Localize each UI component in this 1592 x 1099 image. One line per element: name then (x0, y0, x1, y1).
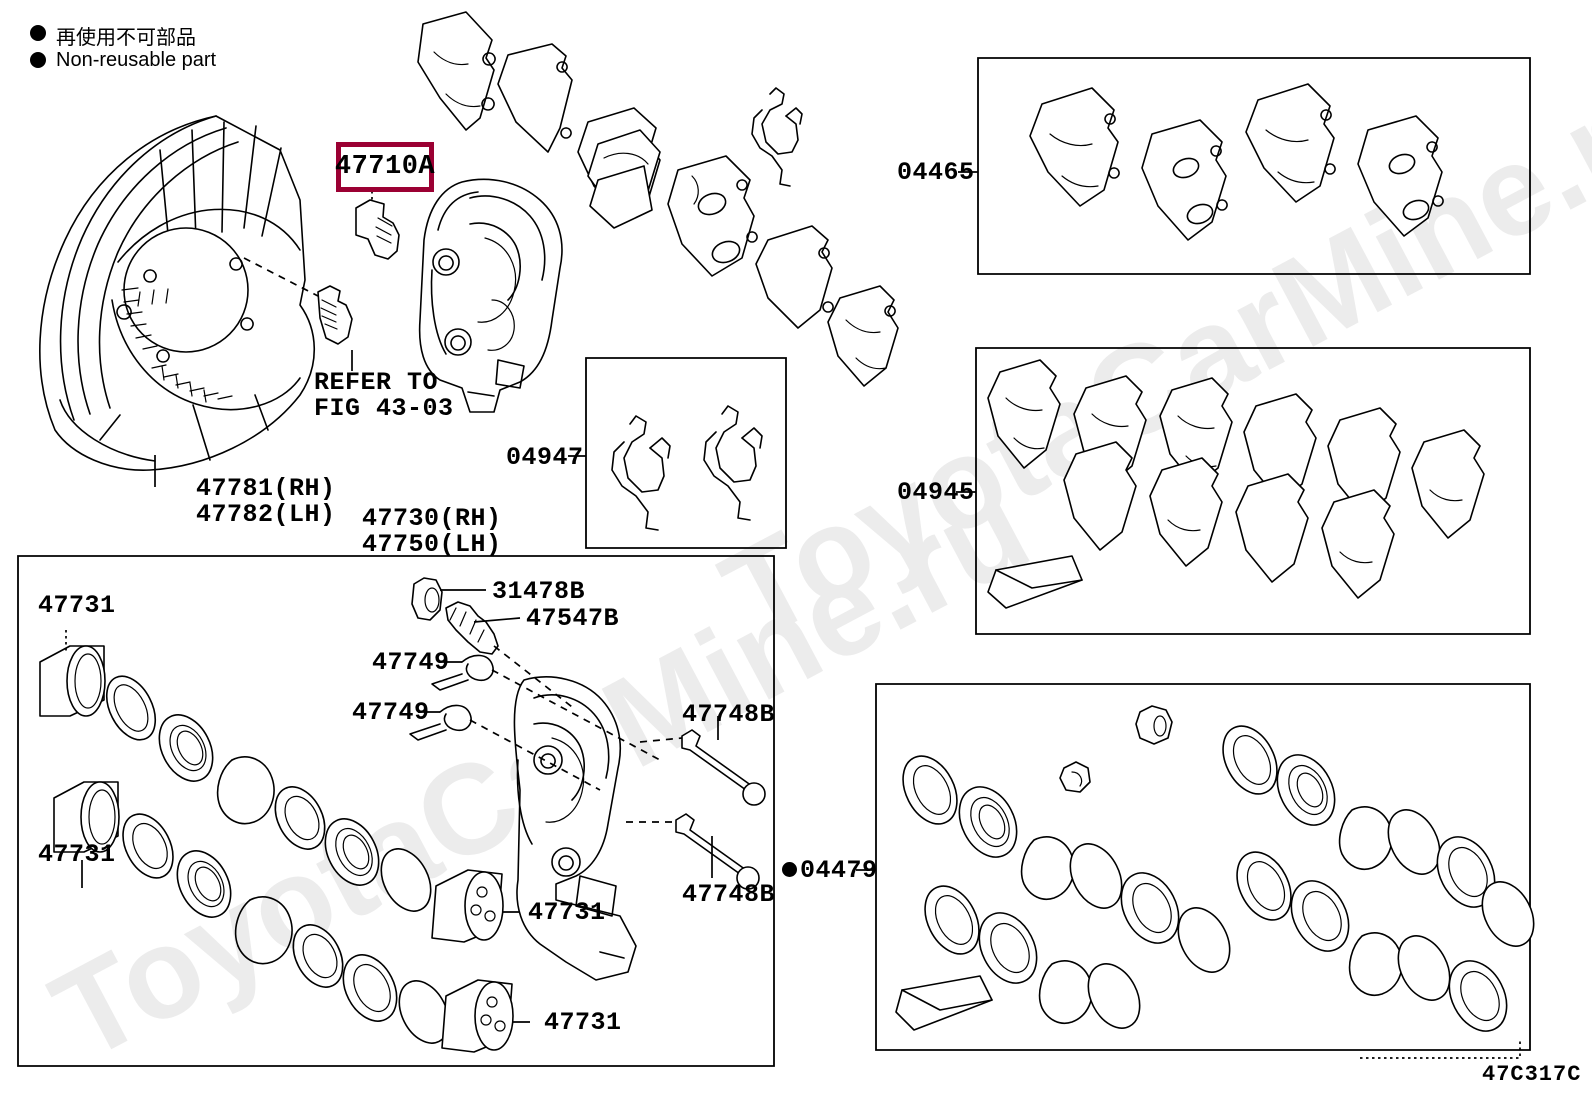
legend-bullet-en (30, 52, 46, 68)
legend-bullet-jp (30, 25, 46, 41)
label-refer-line2: FIG 43-03 (314, 394, 454, 423)
label-retainer-upper: 47749 (372, 648, 450, 677)
panel-04465 (978, 58, 1530, 274)
label-clip-kit: 04947 (506, 443, 584, 472)
highlighted-bolt-drawing (356, 185, 399, 259)
pistons-and-seals-drawing (40, 646, 513, 1052)
panel-04945 (976, 348, 1530, 634)
label-pad-kit: 04465 (897, 158, 975, 187)
clip-kit-04947-drawing (612, 406, 762, 530)
label-piston-4: 47731 (544, 1008, 622, 1037)
label-bolt-lower: 47748B (682, 880, 776, 909)
panel-caliper-overhaul (18, 556, 774, 1066)
seal-kit-nonreusable-bullet (782, 862, 797, 877)
caliper-body-exploded-drawing (514, 677, 636, 980)
pad-kit-04465-drawing (1030, 84, 1443, 240)
highlighted-part-number[interactable]: 47710A (335, 142, 435, 192)
panel-04947 (586, 358, 786, 548)
retainer-clips-drawing (410, 655, 660, 790)
label-piston-2: 47731 (38, 840, 116, 869)
seal-kit-04479-drawing (892, 706, 1544, 1041)
figure-code: 47C317C (1482, 1062, 1582, 1087)
mounting-bolt-drawing (244, 258, 352, 344)
legend-text-jp: 再使用不可部品 (56, 27, 196, 49)
label-piston-1: 47731 (38, 591, 116, 620)
label-bleeder-plug: 47547B (526, 604, 620, 633)
figcode-rule (1360, 1040, 1520, 1058)
bleeder-drawing (412, 578, 576, 710)
label-bleeder-cap: 31478B (492, 577, 586, 606)
label-shim-kit: 04945 (897, 478, 975, 507)
label-caliper-lh: 47750(LH) (362, 530, 502, 559)
label-caliper-rh: 47730(RH) (362, 504, 502, 533)
slide-bolts-drawing (626, 730, 765, 889)
label-retainer-lower: 47749 (352, 698, 430, 727)
label-bolt-upper: 47748B (682, 700, 776, 729)
label-piston-3: 47731 (528, 898, 606, 927)
label-refer-line1: REFER TO (314, 368, 439, 397)
panel-04479 (876, 684, 1530, 1050)
label-dust-shield-rh: 47781(RH) (196, 474, 336, 503)
dust-shield-drawing (40, 116, 314, 470)
label-seal-kit: 04479 (800, 856, 878, 885)
brake-pads-drawing (418, 12, 898, 386)
label-dust-shield-lh: 47782(LH) (196, 500, 336, 529)
caliper-assembly-drawing (420, 179, 562, 412)
shim-kit-04945-drawing (988, 360, 1484, 608)
leader-47547B (474, 618, 520, 622)
legend-text-en: Non-reusable part (56, 49, 217, 71)
